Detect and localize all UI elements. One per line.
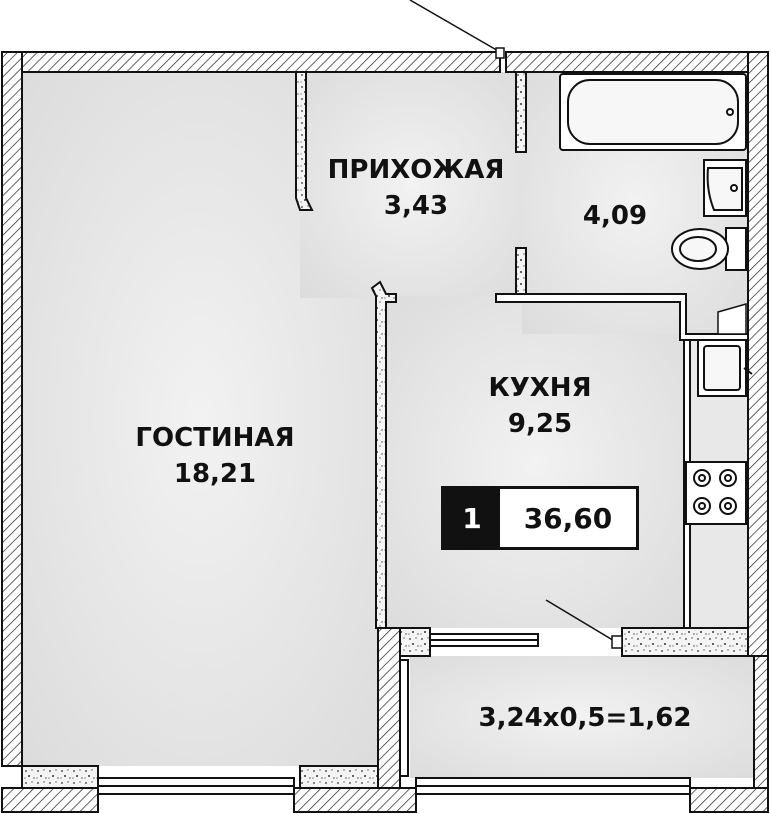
entrance-door — [409, 0, 505, 59]
balcony-floor — [410, 656, 754, 778]
sills — [1, 627, 769, 813]
kitchen-floor — [386, 296, 684, 628]
kitchen-sink-icon — [697, 339, 753, 397]
hallway-area: 3,43 — [383, 191, 449, 221]
washbasin-icon — [703, 159, 747, 217]
room-count: 1 — [444, 489, 500, 547]
toilet-icon — [671, 227, 747, 271]
exterior-walls — [1, 51, 769, 789]
bathroom-label: 4,09 — [560, 198, 670, 234]
living-room-name: ГОСТИНАЯ — [135, 423, 295, 453]
bathtub-icon — [559, 73, 747, 151]
kitchen-area: 9,25 — [507, 409, 573, 439]
apartment-summary-badge: 1 36,60 — [441, 486, 639, 550]
hallway-floor — [300, 72, 522, 298]
living-room-label: ГОСТИНАЯ 18,21 — [110, 420, 320, 492]
windows — [97, 633, 691, 795]
hallway-label: ПРИХОЖАЯ 3,43 — [306, 152, 526, 224]
shelf-icon — [717, 303, 747, 335]
living-room-area: 18,21 — [173, 459, 257, 489]
hallway-name: ПРИХОЖАЯ — [327, 155, 505, 185]
stove-icon — [685, 461, 747, 525]
kitchen-label: КУХНЯ 9,25 — [450, 370, 630, 442]
balcony-door — [545, 599, 623, 649]
interior-partitions — [295, 71, 527, 629]
bathroom-area: 4,09 — [582, 201, 648, 231]
kitchen-name: КУХНЯ — [488, 373, 592, 403]
balcony-area: 3,24x0,5=1,62 — [478, 703, 692, 733]
balcony-label: 3,24x0,5=1,62 — [455, 700, 715, 736]
total-area: 36,60 — [523, 501, 613, 535]
